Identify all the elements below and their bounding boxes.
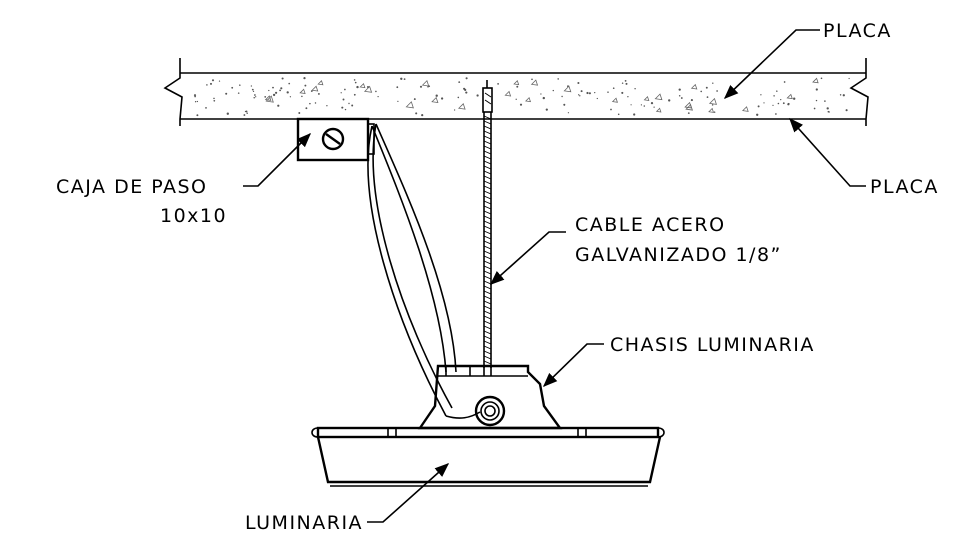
ceiling-anchor bbox=[482, 80, 493, 113]
leader-cable bbox=[489, 231, 566, 285]
junction-box bbox=[296, 117, 375, 162]
luminaire-chassis bbox=[417, 364, 563, 430]
steel-cable bbox=[483, 112, 492, 368]
label-placa-top: PLACA bbox=[823, 20, 892, 42]
leader-caja bbox=[243, 132, 312, 187]
leader-luminaria bbox=[367, 463, 450, 523]
leader-chasis bbox=[542, 343, 604, 388]
label-cable-galvanizado: GALVANIZADO 1/8” bbox=[575, 244, 782, 266]
leader-placa-top bbox=[723, 29, 820, 99]
flexible-conduit bbox=[367, 123, 481, 419]
leader-placa-right bbox=[789, 117, 866, 187]
label-luminaria: LUMINARIA bbox=[245, 512, 363, 534]
label-chasis-luminaria: CHASIS LUMINARIA bbox=[610, 334, 815, 356]
label-caja-size: 10x10 bbox=[160, 205, 227, 227]
luminaire-body bbox=[311, 426, 665, 487]
label-cable-acero: CABLE ACERO bbox=[575, 214, 726, 236]
concrete-slab bbox=[163, 58, 869, 126]
label-caja-de-paso: CAJA DE PASO bbox=[56, 176, 208, 198]
concrete-hatch bbox=[193, 77, 850, 117]
label-placa-right: PLACA bbox=[870, 176, 939, 198]
